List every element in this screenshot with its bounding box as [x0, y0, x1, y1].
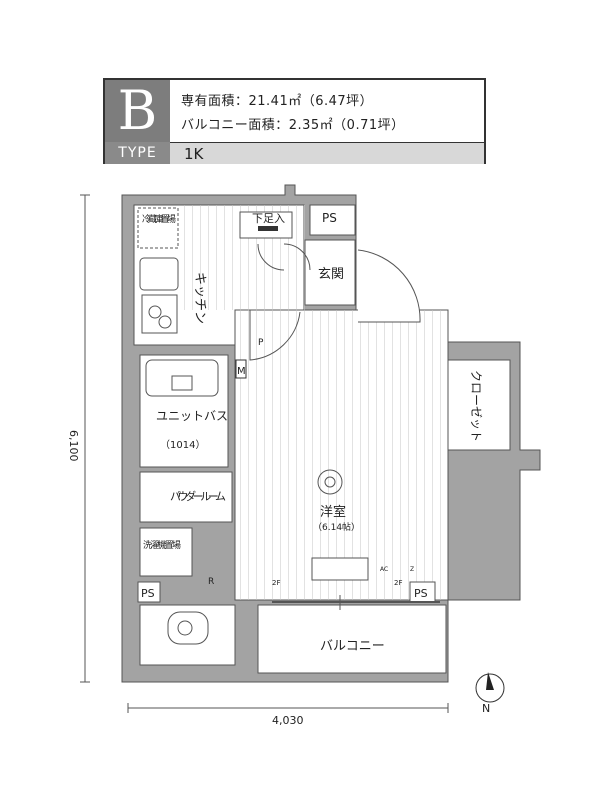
- floor-2f-label-right: 2F: [394, 579, 402, 587]
- ps-top: [309, 204, 356, 236]
- height-dimension-label: 6,100: [67, 430, 80, 462]
- layout-type: 1K: [170, 142, 484, 164]
- shoe-box-label: 下足入: [252, 212, 285, 225]
- entrance-door: [357, 249, 421, 323]
- fridge-label: 冷蔵庫置場: [142, 213, 176, 225]
- interior-door: [249, 310, 301, 361]
- compass-north-label: N: [482, 702, 490, 715]
- ceiling-light: [317, 469, 343, 495]
- shoe-box: [239, 211, 293, 239]
- panel-r-label: R: [208, 577, 214, 587]
- ps-right-label: PS: [414, 587, 428, 600]
- fridge-space: [137, 207, 179, 249]
- toilet-bowl: [167, 611, 209, 645]
- bath-label: ユニットバス: [156, 409, 228, 423]
- plan-header: B TYPE 専有面積：21.41㎡（6.47坪） バルコニー面積：2.35㎡（…: [103, 78, 486, 164]
- width-dimension-label: 4,030: [272, 714, 304, 727]
- kitchen-label: キッチン: [192, 272, 207, 324]
- entrance-label: 玄関: [318, 267, 344, 282]
- sink: [139, 257, 179, 291]
- balcony-area-text: バルコニー面積：2.35㎡（0.71坪）: [181, 118, 405, 133]
- powder-room-area: [139, 471, 233, 523]
- bathtub: [145, 359, 219, 397]
- compass-icon: [475, 673, 505, 703]
- entrance-area: [304, 239, 356, 306]
- bath-size-label: （1014）: [160, 439, 205, 451]
- panel-p-label: P: [258, 338, 264, 348]
- meter-box: [235, 359, 247, 379]
- balcony-area: [257, 604, 447, 674]
- western-room-floor-lines: [235, 310, 448, 600]
- type-label: TYPE: [105, 142, 170, 164]
- western-room-label: 洋室: [320, 504, 346, 520]
- stove: [141, 294, 178, 334]
- floor-2f-label-left: 2F: [272, 579, 280, 587]
- private-area-text: 専有面積：21.41㎡（6.47坪）: [181, 94, 374, 109]
- ps-top-label: PS: [322, 211, 337, 225]
- balcony-label: バルコニー: [320, 639, 385, 654]
- powder-room-label: パウダールーム: [170, 489, 226, 503]
- washer-area: [139, 527, 193, 577]
- western-room-size: （6.14帖）: [313, 521, 360, 533]
- ps-bottom-label: PS: [141, 587, 155, 600]
- type-letter: B: [105, 80, 170, 142]
- z-label: Z: [410, 566, 414, 573]
- ac-label: AC: [380, 566, 388, 573]
- meter-label: M: [237, 366, 246, 377]
- closet-label: クローゼット: [469, 370, 483, 442]
- washer-label: 洗濯機置場: [143, 539, 181, 551]
- desk: [311, 557, 369, 581]
- ps-bottom: [137, 581, 161, 603]
- closet-area: [447, 359, 511, 451]
